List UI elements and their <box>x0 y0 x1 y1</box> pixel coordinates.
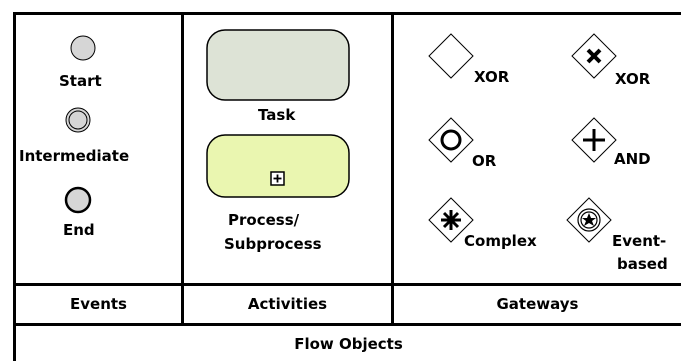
or-gateway-label: OR <box>472 152 497 170</box>
subprocess-label-line1: Process/ <box>228 211 300 229</box>
or-gateway-icon <box>428 117 474 163</box>
flow-objects-label: Flow Objects <box>294 335 403 353</box>
xor-marked-gateway-label: XOR <box>615 70 651 88</box>
intermediate-event-icon <box>65 107 91 133</box>
event-based-gateway-label-line2: based <box>617 255 668 273</box>
event-based-gateway-icon <box>566 197 612 243</box>
xor-gateway-label: XOR <box>474 68 510 86</box>
task-label: Task <box>258 106 296 124</box>
start-event-icon <box>70 35 96 61</box>
gateways-category-label: Gateways <box>496 295 579 313</box>
and-gateway-icon <box>571 117 617 163</box>
intermediate-event-label: Intermediate <box>19 147 130 165</box>
end-event-label: End <box>63 221 95 239</box>
column-divider-1 <box>181 12 184 325</box>
and-gateway-label: AND <box>614 150 651 168</box>
xor-marked-gateway-icon <box>571 33 617 79</box>
task-shape <box>206 29 350 101</box>
subprocess-shape <box>206 134 350 198</box>
complex-gateway-label: Complex <box>464 232 537 250</box>
xor-gateway-icon <box>428 33 474 79</box>
table-border-left <box>13 12 16 361</box>
events-category-label: Events <box>70 295 127 313</box>
column-divider-2 <box>391 12 394 325</box>
table-border-top <box>13 12 681 15</box>
subprocess-label-line2: Subprocess <box>224 235 322 253</box>
row-divider-2 <box>13 323 681 326</box>
start-event-label: Start <box>59 72 102 90</box>
event-based-gateway-label-line1: Event- <box>612 232 667 250</box>
end-event-icon <box>64 186 92 214</box>
activities-category-label: Activities <box>247 295 328 313</box>
complex-gateway-icon <box>428 197 474 243</box>
row-divider-1 <box>13 283 681 286</box>
